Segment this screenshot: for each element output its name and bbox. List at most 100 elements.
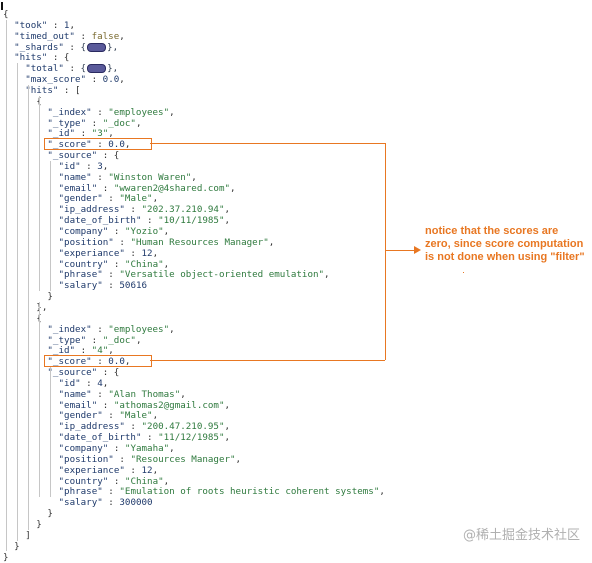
json-key: "max_score": [25, 74, 87, 86]
json-token: ,: [235, 453, 242, 465]
json-token: ,: [102, 377, 109, 389]
json-token: {: [3, 9, 9, 20]
json-value: "4": [91, 345, 109, 357]
json-line: "gender" : "Male",: [59, 193, 159, 204]
json-key: "_index": [47, 106, 92, 118]
json-value: "athomas2@gmail.com": [113, 399, 225, 411]
json-key: "phrase": [58, 269, 103, 281]
json-token: :: [91, 356, 109, 368]
json-value: 12: [141, 247, 153, 259]
json-line: "gender" : "Male",: [59, 410, 159, 421]
collapsed-object-toggle[interactable]: [87, 42, 107, 52]
json-key: "_type": [47, 117, 87, 129]
json-line: ]: [25, 530, 31, 541]
json-line: "_shards" : {},: [14, 41, 119, 53]
json-key: "country": [58, 258, 109, 270]
json-token: :: [102, 497, 120, 509]
json-line: "_score" : 0.0,: [47, 356, 130, 367]
json-token: :: [75, 345, 92, 357]
json-token: ,: [119, 30, 125, 42]
json-line: "company" : "Yamaha",: [59, 443, 175, 454]
json-value: "Human Resources Manager": [130, 236, 269, 248]
json-value: 0.0: [108, 356, 125, 368]
json-line: "_type" : "_doc",: [47, 118, 141, 129]
json-token: ,: [152, 247, 159, 259]
connector-line: [150, 143, 385, 144]
json-line: }: [47, 291, 53, 302]
json-value: 4: [97, 377, 103, 389]
json-value: "200.47.210.95": [141, 421, 225, 433]
json-value: "Winston Waren": [108, 171, 192, 183]
indent-guide: [6, 19, 7, 552]
json-token: :: [97, 399, 114, 411]
score-highlight-box: [44, 355, 152, 367]
json-value: 0.0: [102, 74, 120, 86]
json-value: "11/12/1985": [158, 432, 225, 444]
json-line: "timed_out" : false,: [14, 31, 125, 42]
json-key: "ip_address": [58, 204, 125, 216]
json-line: "_source" : {: [47, 367, 119, 378]
score-highlight-box: [44, 138, 152, 150]
json-token: :: [63, 41, 81, 53]
json-key: "_id": [47, 345, 76, 357]
json-token: ,: [224, 204, 231, 216]
indent-guide: [39, 301, 40, 498]
json-token: ,: [124, 356, 131, 368]
json-token: "hits": [25, 85, 59, 96]
json-key: "gender": [58, 410, 103, 422]
json-value: "Male": [119, 193, 153, 205]
json-key: "experiance": [58, 247, 125, 259]
json-token: ,: [152, 464, 159, 476]
json-token: ,: [180, 388, 186, 400]
json-token: ,: [169, 323, 175, 335]
json-token: :: [124, 204, 142, 216]
json-line: "total" : {},: [25, 63, 119, 75]
json-value: "China": [124, 258, 164, 270]
json-key: "name": [58, 388, 92, 400]
json-key: "experiance": [58, 464, 125, 476]
json-token: :: [102, 280, 120, 292]
json-token: :: [102, 486, 120, 498]
json-token: }: [36, 519, 42, 530]
json-token: "_source": [47, 150, 98, 161]
json-line: "position" : "Human Resources Manager",: [59, 237, 275, 248]
json-key: "phrase": [58, 486, 103, 498]
json-token: },: [36, 301, 48, 313]
json-line: "_source" : {: [47, 150, 119, 161]
json-value: "_doc": [102, 334, 136, 346]
json-line: "salary" : 50616: [59, 280, 148, 291]
json-token: :: [80, 377, 98, 389]
json-token: : [: [58, 85, 81, 96]
json-token: :: [124, 247, 142, 259]
json-value: "202.37.210.94": [141, 204, 225, 216]
indent-guide: [39, 95, 40, 292]
json-line: }: [14, 541, 20, 552]
json-line: "_id" : "4",: [47, 345, 113, 356]
json-token: "total": [25, 63, 64, 75]
json-token: : {: [97, 367, 120, 379]
json-value: "Versatile object-oriented emulation": [119, 269, 325, 281]
json-line: {: [3, 9, 9, 20]
json-token: }: [47, 508, 53, 520]
arrow-head: [414, 246, 421, 254]
json-line: "id" : 4,: [59, 378, 109, 389]
connector-line: [385, 250, 416, 251]
json-key: "salary": [58, 497, 103, 509]
json-line: "date_of_birth" : "11/12/1985",: [59, 432, 231, 443]
score-key: "_score": [47, 356, 92, 368]
json-token: :: [74, 30, 92, 42]
json-token: :: [141, 432, 159, 444]
json-value: "Male": [119, 410, 153, 422]
json-token: ,: [191, 171, 197, 183]
score-key: "_score": [47, 139, 92, 151]
json-line: "ip_address" : "200.47.210.95",: [59, 421, 231, 432]
json-token: ,: [119, 74, 125, 86]
json-token: :: [97, 182, 114, 194]
json-token: :: [102, 193, 120, 205]
json-token: :: [80, 160, 98, 172]
json-token: :: [113, 236, 131, 248]
json-token: ,: [108, 128, 114, 140]
collapsed-object-toggle[interactable]: [87, 64, 107, 74]
json-token: :: [91, 388, 109, 400]
